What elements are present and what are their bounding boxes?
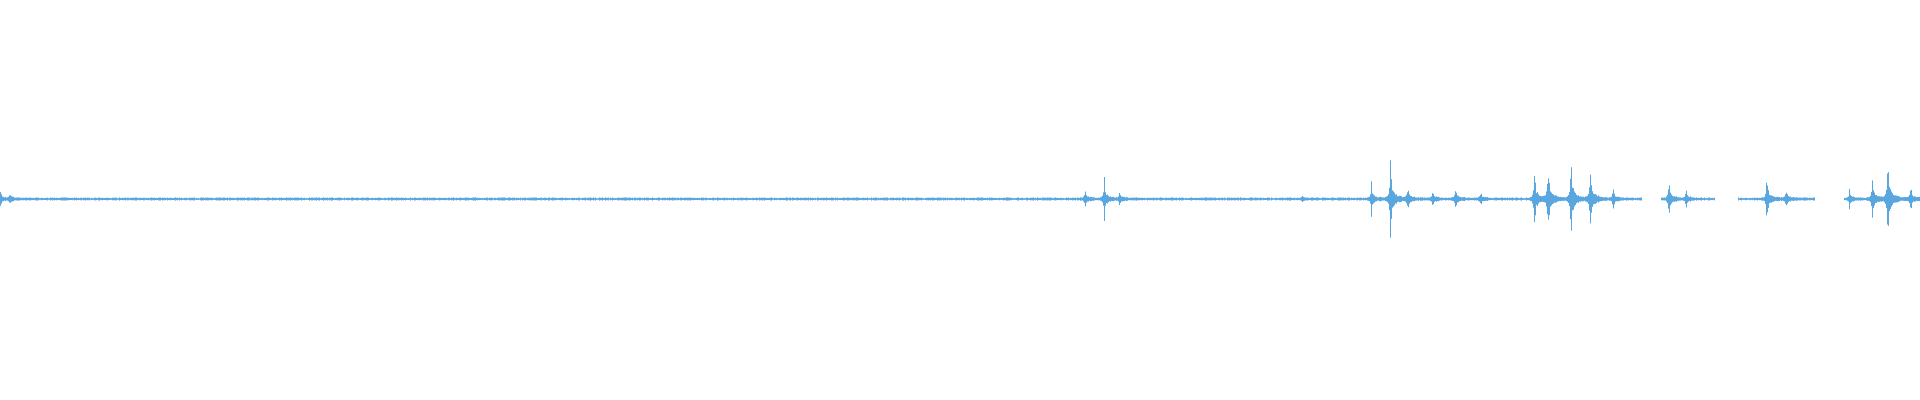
waveform-bars [0, 160, 1920, 238]
